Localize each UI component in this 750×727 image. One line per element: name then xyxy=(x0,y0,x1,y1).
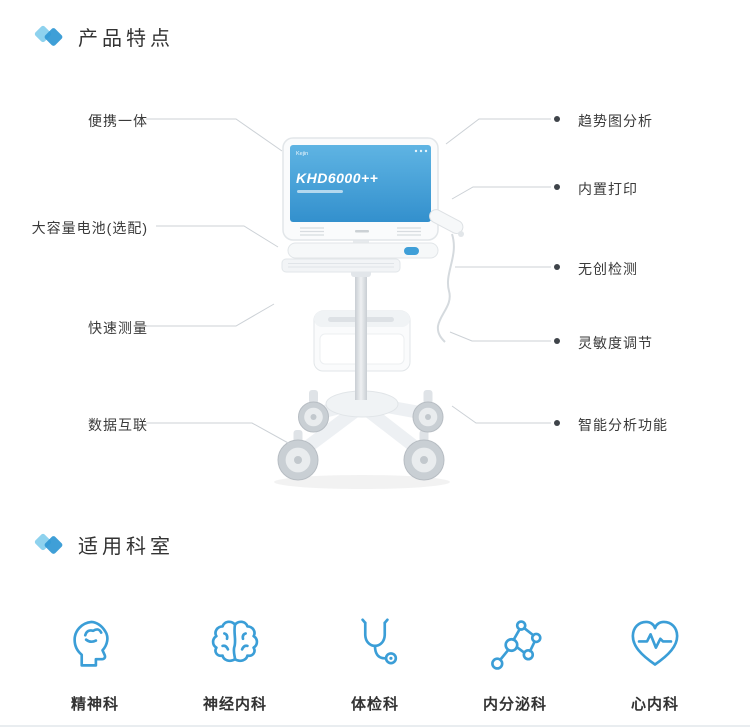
feature-label-data-link: 数据互联 xyxy=(88,417,148,433)
feature-label-fast-measure: 快速测量 xyxy=(88,320,148,336)
feature-label-sensitivity: 灵敏度调节 xyxy=(578,335,653,351)
device-illustration: Kejin KHD6000++ xyxy=(274,137,464,489)
dept-endocrinology: 内分泌科 xyxy=(465,614,565,714)
ground-shadow xyxy=(274,475,450,489)
departments-row: 精神科 神经内科 体检科 xyxy=(45,614,705,714)
features-title: 产品特点 xyxy=(78,27,174,50)
screen-subtitle-bar xyxy=(297,190,343,193)
probe-holder xyxy=(404,247,419,255)
double-diamond-icon xyxy=(34,25,63,46)
connector-dots xyxy=(554,116,560,426)
probe xyxy=(429,209,464,343)
cart-pole xyxy=(355,270,367,400)
feature-label-portable: 便携一体 xyxy=(88,113,148,129)
screen xyxy=(290,145,431,222)
stethoscope-icon xyxy=(361,618,398,665)
speaker-grills xyxy=(300,227,421,236)
keyboard-tray xyxy=(281,258,401,273)
cart-shelf xyxy=(287,236,439,259)
screen-brand-text: Kejin xyxy=(296,151,308,157)
departments-section-header: 适用科室 xyxy=(32,529,174,559)
feature-label-trend-analysis: 趋势图分析 xyxy=(578,113,653,129)
double-diamond-icon xyxy=(34,533,63,554)
dept-label: 精神科 xyxy=(70,696,119,713)
probe-cable xyxy=(436,233,455,343)
brain-icon xyxy=(211,620,259,663)
dept-psychiatry: 精神科 xyxy=(45,614,145,714)
departments-title: 适用科室 xyxy=(78,535,174,558)
monitor: Kejin KHD6000++ xyxy=(282,137,439,241)
dept-label: 神经内科 xyxy=(202,696,267,713)
feature-label-noninvasive: 无创检测 xyxy=(578,261,638,277)
features-section-header: 产品特点 xyxy=(32,21,174,51)
dept-cardiology: 心内科 xyxy=(605,614,705,714)
front-wheels xyxy=(277,439,445,481)
feature-label-builtin-print: 内置打印 xyxy=(578,181,638,197)
feature-label-battery: 大容量电池(选配) xyxy=(31,220,148,236)
chin-logo-mark xyxy=(355,230,369,233)
molecule-icon xyxy=(491,620,542,670)
head-brain-icon xyxy=(73,620,109,667)
dept-physical-exam: 体检科 xyxy=(325,614,425,714)
dept-neurology: 神经内科 xyxy=(185,614,285,714)
dept-label: 体检科 xyxy=(350,696,399,713)
rear-wheels xyxy=(298,401,444,433)
heart-pulse-icon xyxy=(631,620,679,666)
bottom-divider xyxy=(0,725,750,727)
screen-model-text: KHD6000++ xyxy=(296,170,378,186)
feature-label-smart-analysis: 智能分析功能 xyxy=(578,417,668,433)
connector-line xyxy=(146,303,275,327)
dept-label: 心内科 xyxy=(630,696,679,713)
dept-label: 内分泌科 xyxy=(482,696,547,713)
